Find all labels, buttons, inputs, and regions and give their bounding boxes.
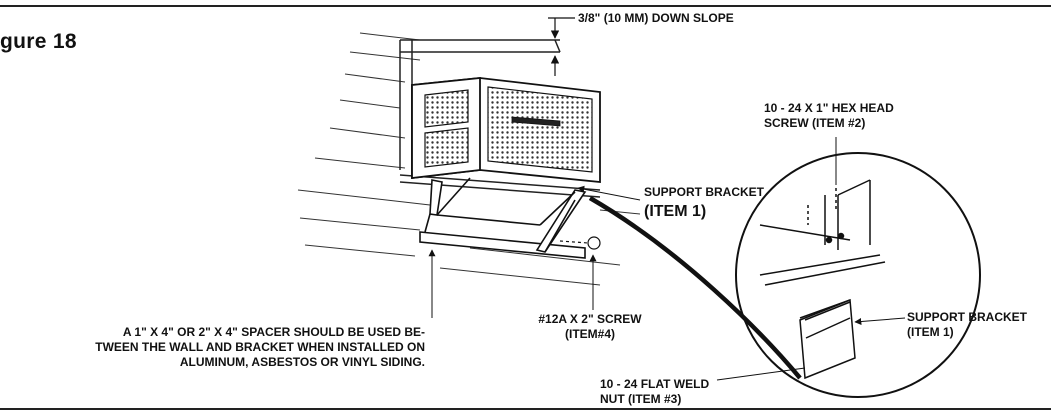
screw-12a-label-line2: (ITEM#4): [564, 327, 615, 341]
support-bracket-main: [419, 177, 587, 259]
spacer-note: A 1" X 4" OR 2" X 4" SPACER SHOULD BE US…: [35, 325, 425, 370]
screw-12a-label-line1: #12A X 2" SCREW: [538, 312, 642, 326]
screw-item-4: [559, 236, 601, 250]
top-border: [0, 5, 1051, 7]
air-conditioner-unit: [411, 77, 601, 183]
detail-bracket-label-line1: SUPPORT BRACKET: [907, 310, 1028, 324]
hex-screw-label-line1: 10 - 24 X 1" HEX HEAD: [764, 101, 894, 115]
detail-bracket-label-line2: (ITEM 1): [907, 325, 954, 339]
spacer-note-line3: ALUMINUM, ASBESTOS OR VINYL SIDING.: [179, 355, 425, 369]
bottom-border: [0, 408, 1051, 410]
slope-label: 3/8" (10 MM) DOWN SLOPE: [578, 11, 734, 25]
leader-lines: [428, 137, 906, 381]
slope-indicator: [548, 17, 575, 76]
weld-nut-label-line2: NUT (ITEM #3): [600, 392, 682, 406]
weld-nut-label-line1: 10 - 24 FLAT WELD: [600, 377, 710, 391]
detail-bracket-label: SUPPORT BRACKET (ITEM 1): [907, 310, 1027, 340]
spacer-note-line2: TWEEN THE WALL AND BRACKET WHEN INSTALLE…: [95, 340, 425, 354]
detail-callout: [588, 152, 981, 398]
wall-siding: [297, 32, 641, 286]
detail-bracket: [759, 179, 886, 380]
support-bracket-item-label: (ITEM 1): [644, 203, 707, 220]
support-bracket-label: SUPPORT BRACKET: [644, 185, 764, 200]
hex-screw-label: 10 - 24 X 1" HEX HEAD SCREW (ITEM #2): [764, 101, 894, 131]
screw-12a-label: #12A X 2" SCREW (ITEM#4): [500, 312, 680, 342]
hex-screw-label-line2: SCREW (ITEM #2): [764, 116, 866, 130]
support-bracket-label-line1: SUPPORT BRACKET: [644, 185, 765, 199]
window-frame: [399, 39, 601, 198]
figure-title: gure 18: [0, 30, 77, 53]
weld-nut-label: 10 - 24 FLAT WELD NUT (ITEM #3): [600, 377, 709, 407]
spacer-note-line1: A 1" X 4" OR 2" X 4" SPACER SHOULD BE US…: [122, 325, 425, 339]
